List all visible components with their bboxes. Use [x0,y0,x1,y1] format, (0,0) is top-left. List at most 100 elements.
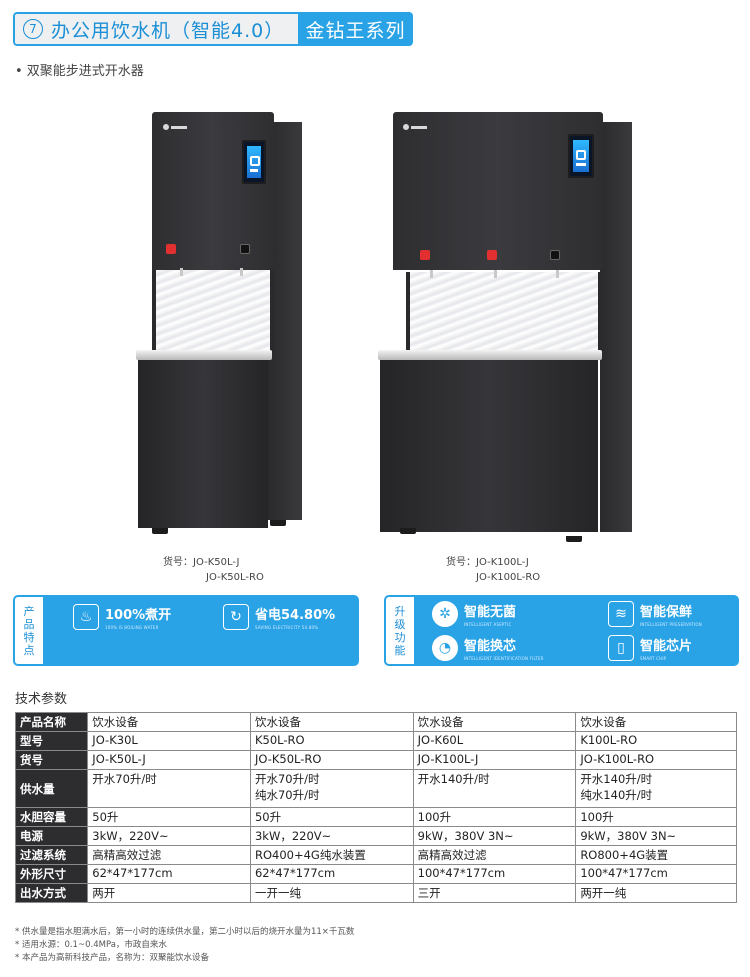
tap-nozzle-icon [180,268,183,276]
feature-aseptic: ✲ 智能无菌 INTELLIGENT ASEPTIC [432,601,516,627]
row-header: 过滤系统 [14,845,89,865]
table-cell: JO-K50L-J [87,750,251,770]
row-header: 电源 [14,826,89,846]
table-cell: 开水70升/时 [87,769,251,808]
dispenser-foot [566,536,582,542]
table-cell: 100升 [575,807,737,827]
table-cell: 高精高效过滤 [87,845,251,865]
table-cell: K50L-RO [249,731,414,751]
table-cell: 开水70升/时 纯水70升/时 [249,769,414,808]
table-row: 产品名称饮水设备饮水设备饮水设备饮水设备 [14,712,737,732]
product-subtitle: • 双聚能步进式开水器 [15,64,144,79]
table-cell: 高精高效过滤 [412,845,577,865]
table-cell: RO400+4G纯水装置 [249,845,414,865]
dispensing-niche [406,272,602,354]
row-header: 水胆容量 [14,807,89,827]
model-label-k100: 货号：JO-K100L-J JO-K100L-RO [446,557,541,583]
dispenser-foot [270,520,286,526]
row-header: 出水方式 [14,883,89,903]
row-header: 产品名称 [14,712,89,732]
hot-water-button-icon [166,244,176,254]
table-cell: 开水140升/时 [412,769,577,808]
table-cell: JO-K30L [87,731,251,751]
dispensing-niche [152,270,274,352]
section-number: 7 [23,19,43,39]
banner-title: 办公用饮水机（智能4.0） [51,19,285,42]
tap-nozzle-icon [494,270,497,278]
table-row: 供水量开水70升/时开水70升/时 纯水70升/时开水140升/时开水140升/… [14,769,737,808]
dispenser-cabinet [380,360,598,532]
dispenser-upper-body [152,112,274,270]
drip-tray [378,350,602,360]
table-cell: 100*47*177cm [575,864,737,884]
table-cell: 开水140升/时 纯水140升/时 [575,769,737,808]
model-label-k50: 货号：JO-K50L-J JO-K50L-RO [163,557,264,583]
table-cell: 两开 [87,883,251,903]
table-cell: 3kW，220V~ [87,826,251,846]
lcd-display-icon [568,134,594,178]
dispenser-foot [152,528,168,534]
row-header: 供水量 [14,769,89,808]
product-features-box: 产 品 特 点 ♨ 100%煮开 100% IS BOILING WATER ↻… [13,595,359,666]
hot-water-button-icon [420,250,430,260]
banner-title-area: 7 办公用饮水机（智能4.0） [13,12,298,46]
tap-nozzle-icon [240,268,243,276]
upgrade-features-box: 升 级 功 能 ✲ 智能无菌 INTELLIGENT ASEPTIC ≋ 智能保… [384,595,739,666]
header-banner: 7 办公用饮水机（智能4.0） 金钻王系列 [13,12,413,46]
table-cell: 两开一纯 [575,883,737,903]
brand-logo-icon [163,124,187,130]
row-header: 外形尺寸 [14,864,89,884]
table-cell: 饮水设备 [249,712,414,732]
table-cell: JO-K100L-RO [575,750,737,770]
product-features-label: 产 品 特 点 [15,597,43,664]
feature-boiling: ♨ 100%煮开 100% IS BOILING WATER [73,604,171,630]
dispenser-cabinet [138,360,268,528]
table-cell: JO-K100L-J [412,750,577,770]
table-cell: 3kW，220V~ [249,826,414,846]
tap-nozzle-icon [430,270,433,278]
chip-icon: ▯ [608,635,634,661]
table-row: 出水方式两开一开一纯三开两开一纯 [14,883,737,903]
table-cell: 100升 [412,807,577,827]
table-cell: 9kW，380V 3N~ [575,826,737,846]
feature-filter-change: ◔ 智能换芯 INTELLIGENT IDENTIFICATION FILTER [432,635,544,661]
table-cell: JO-K50L-RO [249,750,414,770]
row-header: 型号 [14,731,89,751]
table-cell: 100*47*177cm [412,864,577,884]
footnotes: * 供水量是指水胆满水后，第一小时的连续供水量，第二小时以后的烧开水量为11×千… [15,927,355,963]
table-cell: 9kW，380V 3N~ [412,826,577,846]
brand-logo-icon [403,124,427,130]
table-cell: 62*47*177cm [249,864,414,884]
water-button-icon [550,250,560,260]
dispenser-side-panel [600,122,632,532]
steam-icon: ♨ [73,604,99,630]
table-cell: 饮水设备 [412,712,577,732]
table-cell: 50升 [249,807,414,827]
germ-icon: ✲ [432,601,458,627]
table-cell: RO800+4G装置 [575,845,737,865]
table-cell: 三开 [412,883,577,903]
table-cell: K100L-RO [575,731,737,751]
water-button-icon [240,244,250,254]
dispenser-foot [400,528,416,534]
feature-smart-chip: ▯ 智能芯片 SMART CHIP [608,635,692,661]
table-cell: 一开一纯 [249,883,414,903]
specs-title: 技术参数 [15,692,68,707]
table-cell: 62*47*177cm [87,864,251,884]
feature-energy-saving: ↻ 省电54.80% SAVING ELECTRICITY 54.80% [223,604,335,630]
hot-water-button-icon [487,250,497,260]
banner-series: 金钻王系列 [298,12,413,46]
tap-nozzle-icon [556,270,559,278]
preservation-icon: ≋ [608,601,634,627]
bell-icon: ◔ [432,635,458,661]
table-cell: 50升 [87,807,251,827]
row-header: 货号 [14,750,89,770]
energy-saving-icon: ↻ [223,604,249,630]
lcd-display-icon [242,140,266,184]
